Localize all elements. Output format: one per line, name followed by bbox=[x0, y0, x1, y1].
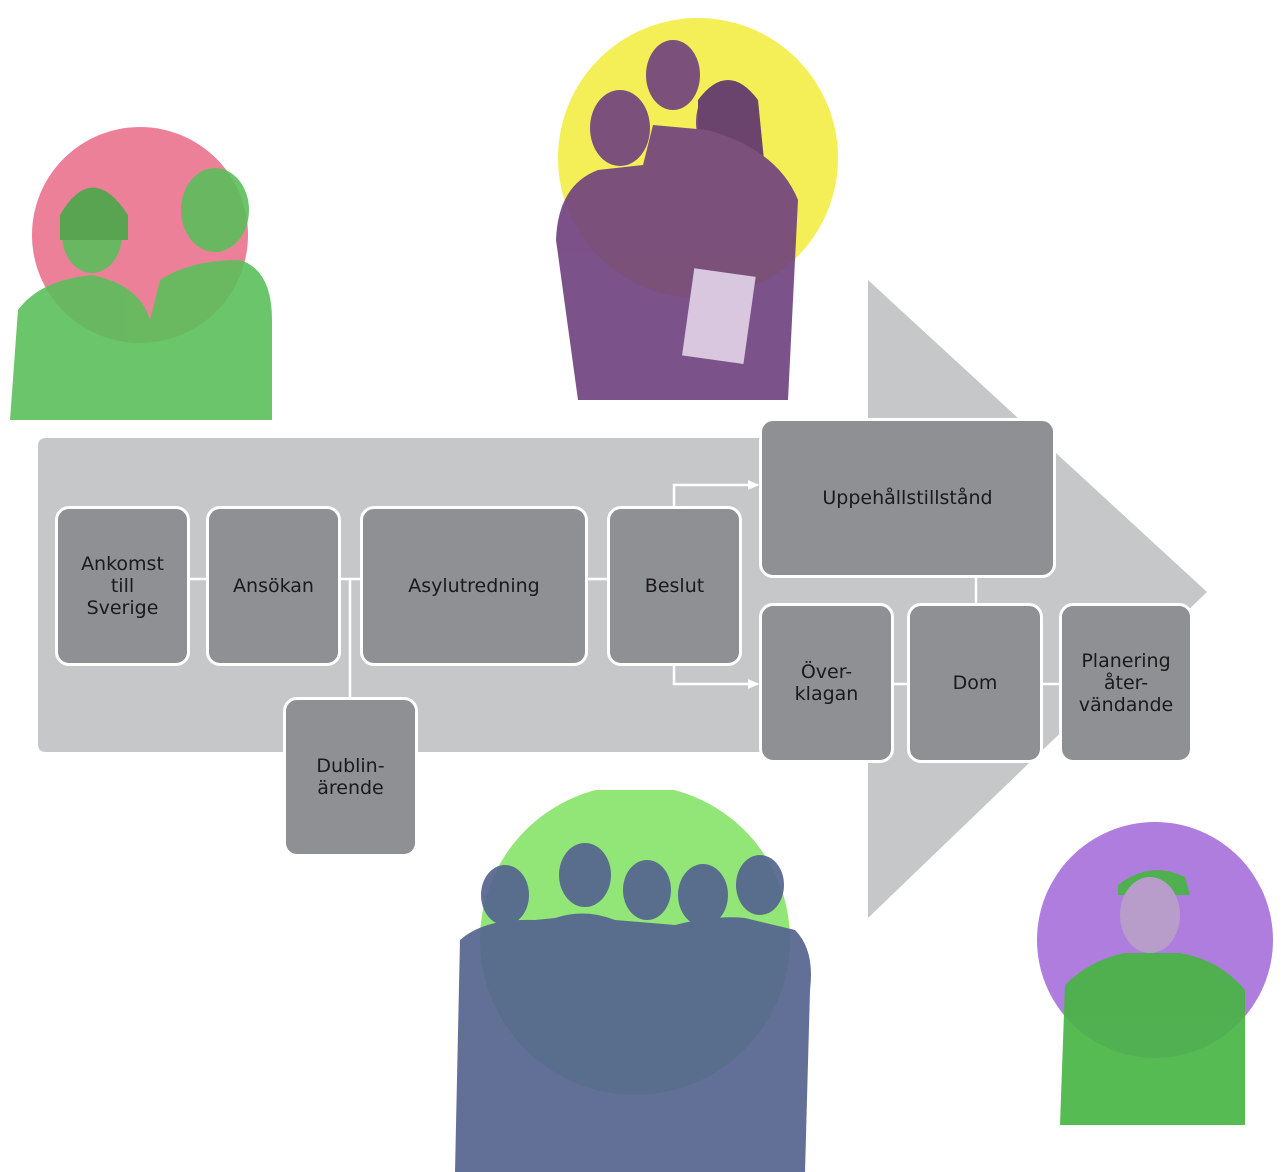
step-uppehallstillstand: Uppehållstillstånd bbox=[759, 418, 1056, 578]
family-illustration bbox=[556, 18, 838, 400]
step-overklagan: Över- klagan bbox=[759, 603, 894, 763]
arrowhead-overklagan bbox=[748, 679, 759, 689]
couple-illustration bbox=[10, 127, 272, 420]
connector-beslut-uppehall bbox=[672, 483, 759, 511]
step-beslut: Beslut bbox=[607, 506, 742, 666]
step-dublin: Dublin- ärende bbox=[283, 697, 418, 857]
connector-lines bbox=[186, 483, 1064, 702]
man-illustration bbox=[1037, 822, 1273, 1125]
step-planering: Planering åter- vändande bbox=[1059, 603, 1193, 763]
arrowhead-uppehall bbox=[748, 480, 759, 490]
step-ankomst: Ankomst till Sverige bbox=[55, 506, 190, 666]
group-illustration bbox=[455, 790, 811, 1172]
step-ansokan: Ansökan bbox=[206, 506, 341, 666]
connector-beslut-overklagan bbox=[672, 662, 759, 686]
step-asylutredning: Asylutredning bbox=[360, 506, 588, 666]
step-dom: Dom bbox=[907, 603, 1043, 763]
